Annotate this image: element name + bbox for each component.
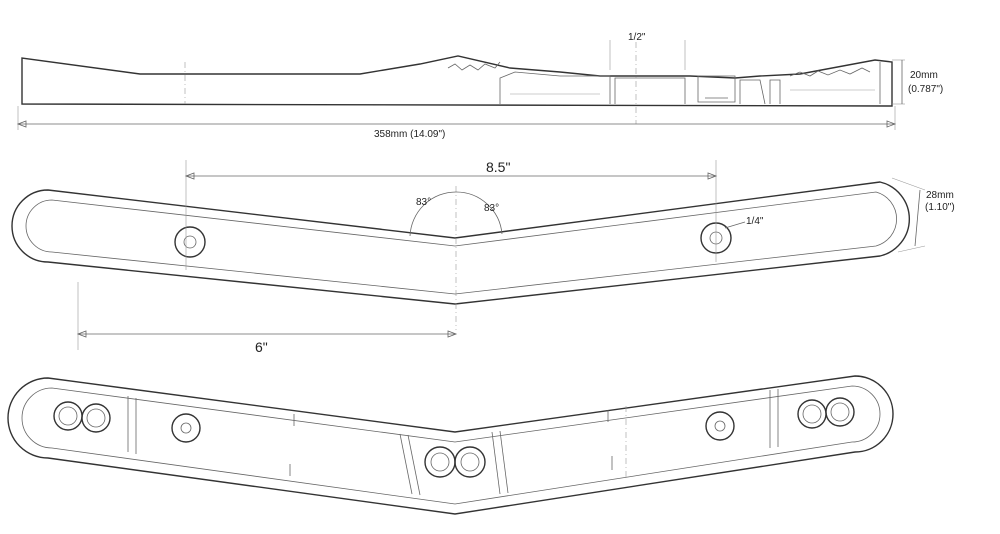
mount-hole-left <box>174 226 206 258</box>
dim-angle-left: 83° <box>416 197 431 208</box>
dim-offset: 6" <box>255 339 268 355</box>
side-view <box>16 40 905 130</box>
bottom-holes-left <box>53 401 201 443</box>
dim-height-in: (0.787") <box>908 84 943 95</box>
dim-length: 358mm (14.09") <box>374 129 445 140</box>
top-view <box>11 160 926 350</box>
bottom-holes-right <box>705 397 855 441</box>
dim-width-in: (1.10") <box>925 202 955 213</box>
dim-hole-spacing: 8.5" <box>486 159 510 175</box>
dim-hole-diameter: 1/4" <box>746 216 764 227</box>
dim-width-mm: 28mm <box>926 190 954 201</box>
dim-height-mm: 20mm <box>910 70 938 81</box>
bottom-view <box>7 375 894 515</box>
dim-angle-right: 83° <box>484 203 499 214</box>
bottom-holes-center <box>424 446 486 478</box>
dim-half-inch: 1/2" <box>628 32 646 43</box>
